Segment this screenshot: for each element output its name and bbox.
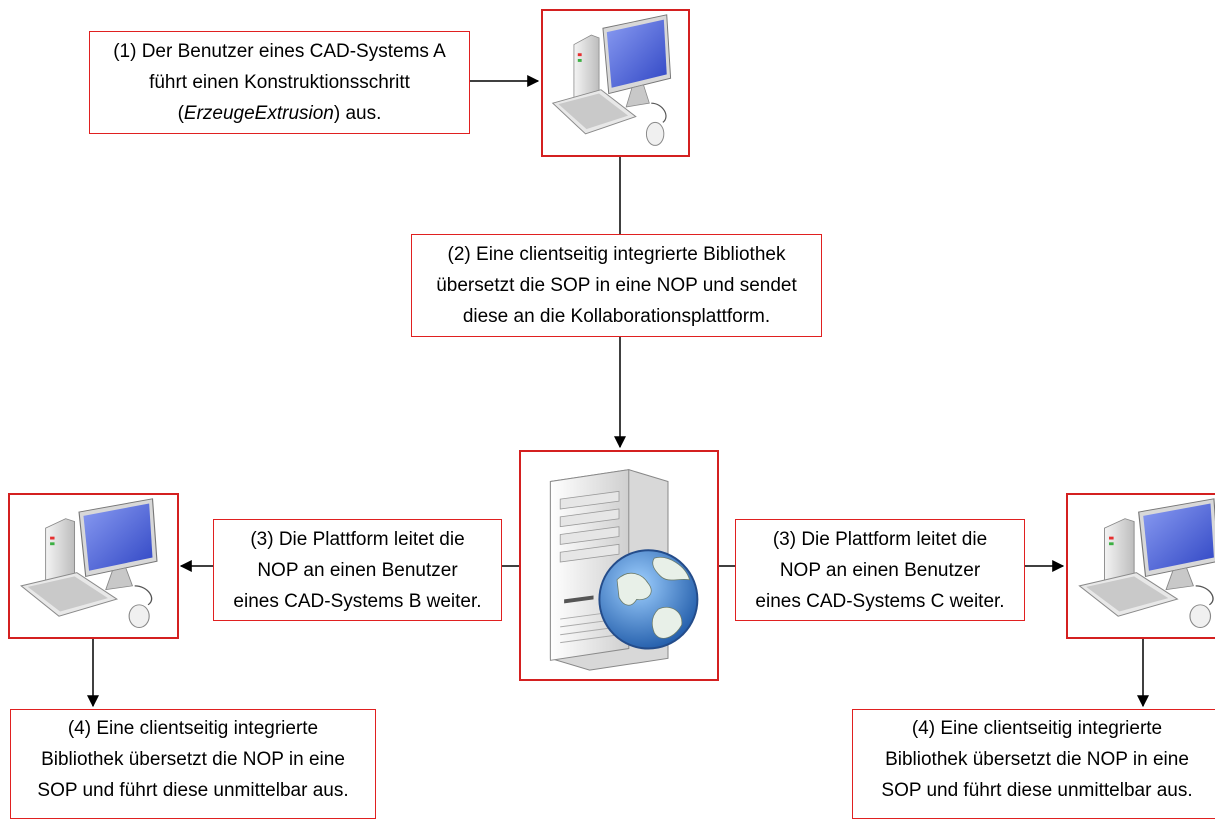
step1-paren-close: ) aus. xyxy=(333,103,382,124)
step3-left-text: (3) Die Plattform leitet die NOP an eine… xyxy=(233,528,482,612)
desktop-computer-icon xyxy=(1078,498,1215,629)
step1-line2: führt einen Konstruktionsschritt xyxy=(149,72,410,93)
client-b-computer-frame xyxy=(8,493,179,639)
step3-right-text: (3) Die Plattform leitet die NOP an eine… xyxy=(755,528,1005,612)
step1-line1: (1) Der Benutzer eines CAD-Systems A xyxy=(113,41,446,62)
step1-paren-open: ( xyxy=(177,103,184,124)
step1-operation-name: ErzeugeExtrusion xyxy=(183,103,334,124)
step4-left-box: (4) Eine clientseitig integrierte Biblio… xyxy=(10,709,376,819)
client-a-computer-frame xyxy=(541,9,690,157)
server-with-globe-icon xyxy=(549,469,699,671)
step4-left-text: (4) Eine clientseitig integrierte Biblio… xyxy=(37,718,349,801)
client-c-computer-frame xyxy=(1066,493,1215,639)
step2-box: (2) Eine clientseitig integrierte Biblio… xyxy=(411,234,822,337)
server-frame xyxy=(519,450,719,681)
step1-box: (1) Der Benutzer eines CAD-Systems A füh… xyxy=(89,31,470,134)
desktop-computer-icon xyxy=(551,14,672,146)
step2-text: (2) Eine clientseitig integrierte Biblio… xyxy=(436,244,797,327)
desktop-computer-icon xyxy=(20,498,158,629)
step3-left-box: (3) Die Plattform leitet die NOP an eine… xyxy=(213,519,502,621)
step1-line3: (ErzeugeExtrusion) aus. xyxy=(113,98,446,129)
step4-right-text: (4) Eine clientseitig integrierte Biblio… xyxy=(881,718,1193,801)
step3-right-box: (3) Die Plattform leitet die NOP an eine… xyxy=(735,519,1025,621)
step4-right-box: (4) Eine clientseitig integrierte Biblio… xyxy=(852,709,1215,819)
